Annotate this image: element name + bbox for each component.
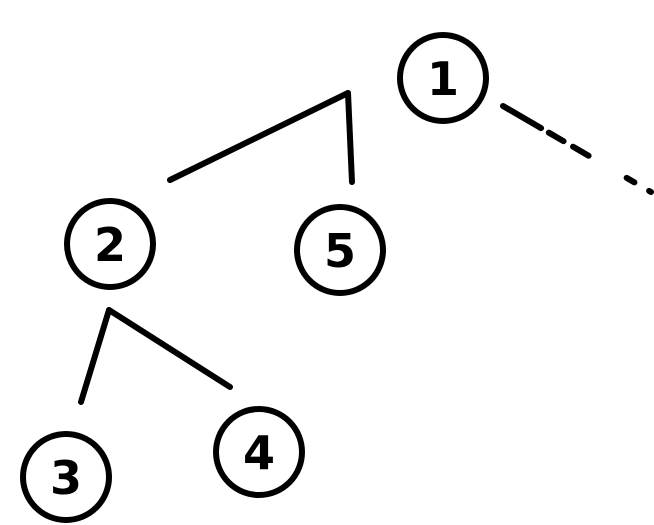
node-layer: 1 2 3 4 5 [20,32,489,523]
node-1-circle[interactable] [397,32,489,124]
node-1-label: 1 [427,52,459,106]
node-3-circle[interactable] [20,431,112,523]
edge-2-to-3 [78,307,112,405]
node-2[interactable]: 2 [64,198,156,290]
edge-layer [78,90,654,405]
node-4[interactable]: 4 [213,406,305,498]
edge-1-to-5 [345,90,355,185]
node-5-circle[interactable] [294,204,386,296]
node-4-circle[interactable] [213,406,305,498]
node-5-label: 5 [324,224,356,278]
edge-2-to-4 [106,307,233,390]
node-3-label: 3 [50,451,82,505]
node-4-label: 4 [243,426,275,480]
node-2-circle[interactable] [64,198,156,290]
node-1[interactable]: 1 [397,32,489,124]
node-2-label: 2 [94,218,126,272]
node-5[interactable]: 5 [294,204,386,296]
edge-1-to-offscreen [500,103,654,195]
node-3[interactable]: 3 [20,431,112,523]
edge-1-to-2 [167,90,351,183]
